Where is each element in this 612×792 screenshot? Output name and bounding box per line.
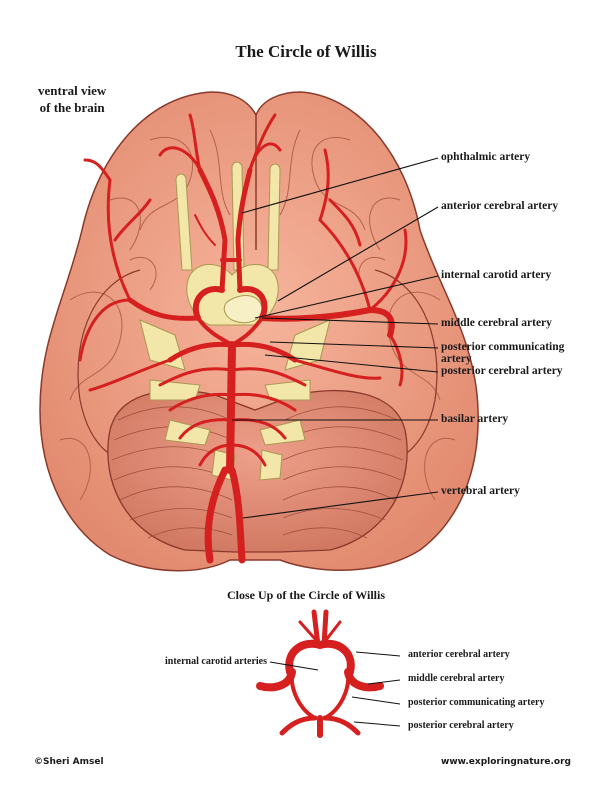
- label-basilar-artery: basilar artery: [441, 413, 509, 425]
- label-vertebral-artery: vertebral artery: [441, 485, 520, 497]
- closeup-label-posterior-cerebral: posterior cerebral artery: [408, 720, 514, 731]
- view-label-line-2: of the brain: [39, 100, 105, 115]
- website-link[interactable]: www.exploringnature.org: [441, 757, 571, 767]
- copyright: ©Sheri Amsel: [34, 757, 104, 767]
- label-ophthalmic-artery: ophthalmic artery: [441, 151, 531, 163]
- closeup-leaders: [269, 651, 401, 727]
- closeup-diagram: [256, 609, 384, 738]
- label-anterior-cerebral-artery: anterior cerebral artery: [441, 200, 559, 212]
- page-title: The Circle of Willis: [235, 42, 377, 61]
- closeup-label-middle-cerebral: middle cerebral artery: [408, 673, 505, 684]
- closeup-label-anterior-cerebral: anterior cerebral artery: [408, 649, 510, 660]
- view-label: ventral view of the brain: [38, 82, 106, 116]
- closeup-title: Close Up of the Circle of Willis: [227, 588, 385, 602]
- closeup-label-internal-carotid: internal carotid arteries: [165, 656, 268, 667]
- leader-lines: [232, 157, 439, 519]
- cerebellum: [107, 389, 408, 553]
- label-posterior-cerebral-artery: posterior cerebral artery: [441, 365, 563, 377]
- label-middle-cerebral-artery: middle cerebral artery: [441, 317, 552, 329]
- closeup-label-posterior-communicating: posterior communicating artery: [408, 697, 545, 708]
- view-label-line-1: ventral view: [38, 83, 107, 98]
- label-internal-carotid-artery: internal carotid artery: [441, 269, 552, 281]
- label-posterior-communicating-artery: posterior communicating artery: [441, 341, 565, 365]
